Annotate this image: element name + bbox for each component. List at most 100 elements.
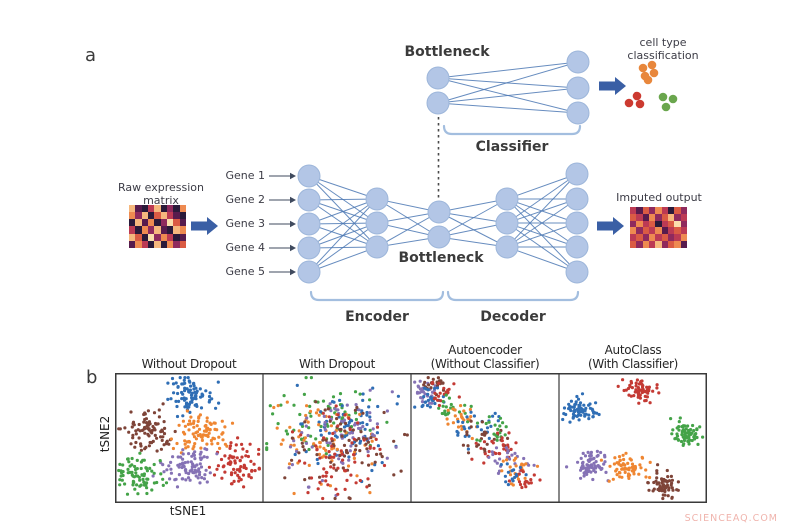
gene-3-label: Gene 3 <box>225 217 265 230</box>
scatter-dot <box>158 459 162 463</box>
scatter-dot <box>663 489 667 494</box>
scatter-dot <box>487 436 491 440</box>
heatmap-cell <box>167 219 174 227</box>
scatter-dot <box>173 429 177 434</box>
scatter-dot <box>324 452 328 456</box>
scatter-dot <box>583 466 587 470</box>
scatter-dot <box>688 438 692 442</box>
scatter-dot <box>665 479 670 483</box>
network-node <box>297 164 321 188</box>
scatter-dot <box>589 457 593 461</box>
scatter-dot <box>144 421 149 425</box>
scatter-dot <box>187 452 191 456</box>
scatter-dot <box>315 453 319 457</box>
scatter-dot <box>368 418 372 422</box>
scatter-dot <box>323 420 327 425</box>
scatter-dot <box>323 424 327 428</box>
scatter-dot <box>221 431 225 435</box>
bottleneck-top-label: Bottleneck <box>404 44 490 60</box>
scatter-dot <box>250 469 254 473</box>
scatter-dot <box>487 455 491 459</box>
scatter-dot <box>329 475 334 479</box>
scatter-dot <box>630 462 635 466</box>
scatter-dot <box>166 397 170 401</box>
scatter-dot <box>205 480 209 484</box>
scatter-dot <box>579 468 583 472</box>
scatter-dot <box>138 451 142 455</box>
scatter-dot <box>425 403 430 408</box>
scatter-dot <box>603 453 607 457</box>
network-node <box>565 187 589 211</box>
scatter-dot <box>223 470 227 474</box>
scatter-dot <box>666 475 670 479</box>
scatter-dot <box>247 474 251 478</box>
scatter-dot <box>205 416 209 420</box>
scatter-dot <box>212 473 217 477</box>
heatmap-cell <box>173 219 180 227</box>
scatter-dot <box>418 379 422 383</box>
scatter-dot <box>219 457 224 462</box>
heatmap-cell <box>642 207 649 214</box>
scatter-dot <box>136 428 140 432</box>
scatter-dot <box>577 410 581 414</box>
network-edge <box>506 222 578 248</box>
heatmap-cell <box>179 205 186 213</box>
scatter-dot <box>246 454 250 459</box>
scatter-dot <box>518 482 523 487</box>
network-edge <box>438 198 508 213</box>
scatter-dot <box>429 386 433 390</box>
scatter-dot <box>368 398 372 402</box>
scatter-dot <box>370 439 374 443</box>
scatter-dot <box>365 422 369 427</box>
scatter-dot <box>677 428 681 432</box>
scatter-dot <box>627 476 631 480</box>
scatter-dot <box>240 455 244 459</box>
scatter-dot <box>518 465 522 470</box>
scatter-dot <box>498 457 502 461</box>
scatter-dot <box>324 479 328 483</box>
heatmap-cell <box>173 205 180 213</box>
scatter-dot <box>340 404 344 408</box>
scatter-dot <box>352 456 356 460</box>
network-edge <box>506 246 578 273</box>
heatmap-cell <box>680 227 687 235</box>
scatter-dot <box>657 488 662 493</box>
scatter-dot <box>265 447 269 452</box>
heatmap-cell <box>154 212 161 220</box>
scatter-dot <box>354 444 358 448</box>
scatter-dot <box>462 409 466 413</box>
network-node <box>365 187 389 211</box>
scatter-dot <box>133 445 137 449</box>
heatmap-cell <box>649 207 656 214</box>
scatter-dot <box>483 430 487 435</box>
scatter-dot <box>582 403 586 407</box>
scatter-dot <box>304 441 309 445</box>
scatter-dot <box>332 455 336 459</box>
scatter-dot <box>175 485 180 489</box>
scatter-dot <box>395 402 399 406</box>
scatter-dot <box>129 442 133 446</box>
scatter-dot <box>686 431 690 435</box>
scatter-dot <box>521 470 525 474</box>
scatter-dot <box>348 496 352 501</box>
scatter-dot <box>492 432 496 436</box>
scatter-dot <box>466 447 470 451</box>
scatter-dot <box>192 435 197 439</box>
heatmap-cell <box>674 213 681 221</box>
scatter-dot <box>193 457 197 461</box>
scatter-dot <box>181 448 185 452</box>
scatter-dot <box>171 446 175 451</box>
scatter-dot <box>183 381 187 385</box>
scatter-dot <box>569 399 573 403</box>
scatter-dot <box>366 450 370 454</box>
heatmap-cell <box>179 212 186 220</box>
network-node <box>495 211 519 235</box>
heatmap-cell <box>674 220 681 228</box>
cell-type-dot <box>638 63 648 73</box>
scatter-dot <box>495 438 499 442</box>
scatter-dot <box>338 422 343 426</box>
scatter-dot <box>658 485 663 490</box>
scatter-dot <box>637 472 641 476</box>
scatter-dot <box>512 458 516 462</box>
scatter-dot <box>181 452 185 456</box>
